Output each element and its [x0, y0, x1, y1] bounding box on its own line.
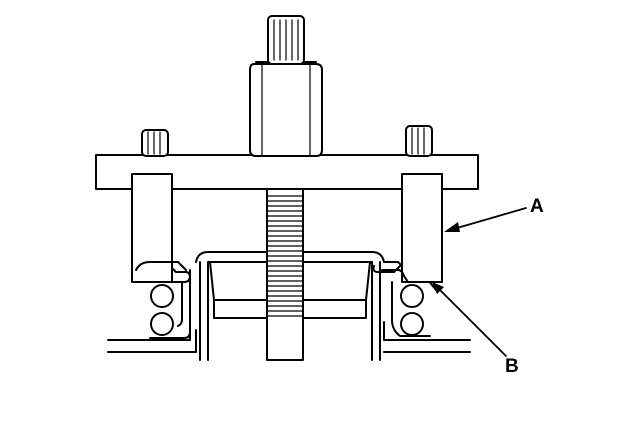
- screw-threads: [267, 195, 303, 317]
- right-ball-lower: [400, 312, 424, 336]
- callout-a-leader: [444, 207, 527, 232]
- left-ball-lower: [150, 312, 174, 336]
- left-crossbar-bolt: [141, 129, 169, 157]
- center-screw: [266, 185, 304, 361]
- right-puller-leg: [381, 173, 443, 283]
- right-ball-upper: [400, 284, 424, 308]
- top-bolt-stub: [267, 15, 305, 65]
- callout-b-leader: [432, 282, 507, 357]
- callout-label-b: B: [505, 356, 519, 377]
- left-ball-upper: [150, 284, 174, 308]
- callout-label-a: A: [530, 196, 544, 217]
- hex-nut: [249, 61, 323, 157]
- left-puller-leg: [131, 173, 191, 283]
- right-crossbar-bolt: [405, 125, 433, 157]
